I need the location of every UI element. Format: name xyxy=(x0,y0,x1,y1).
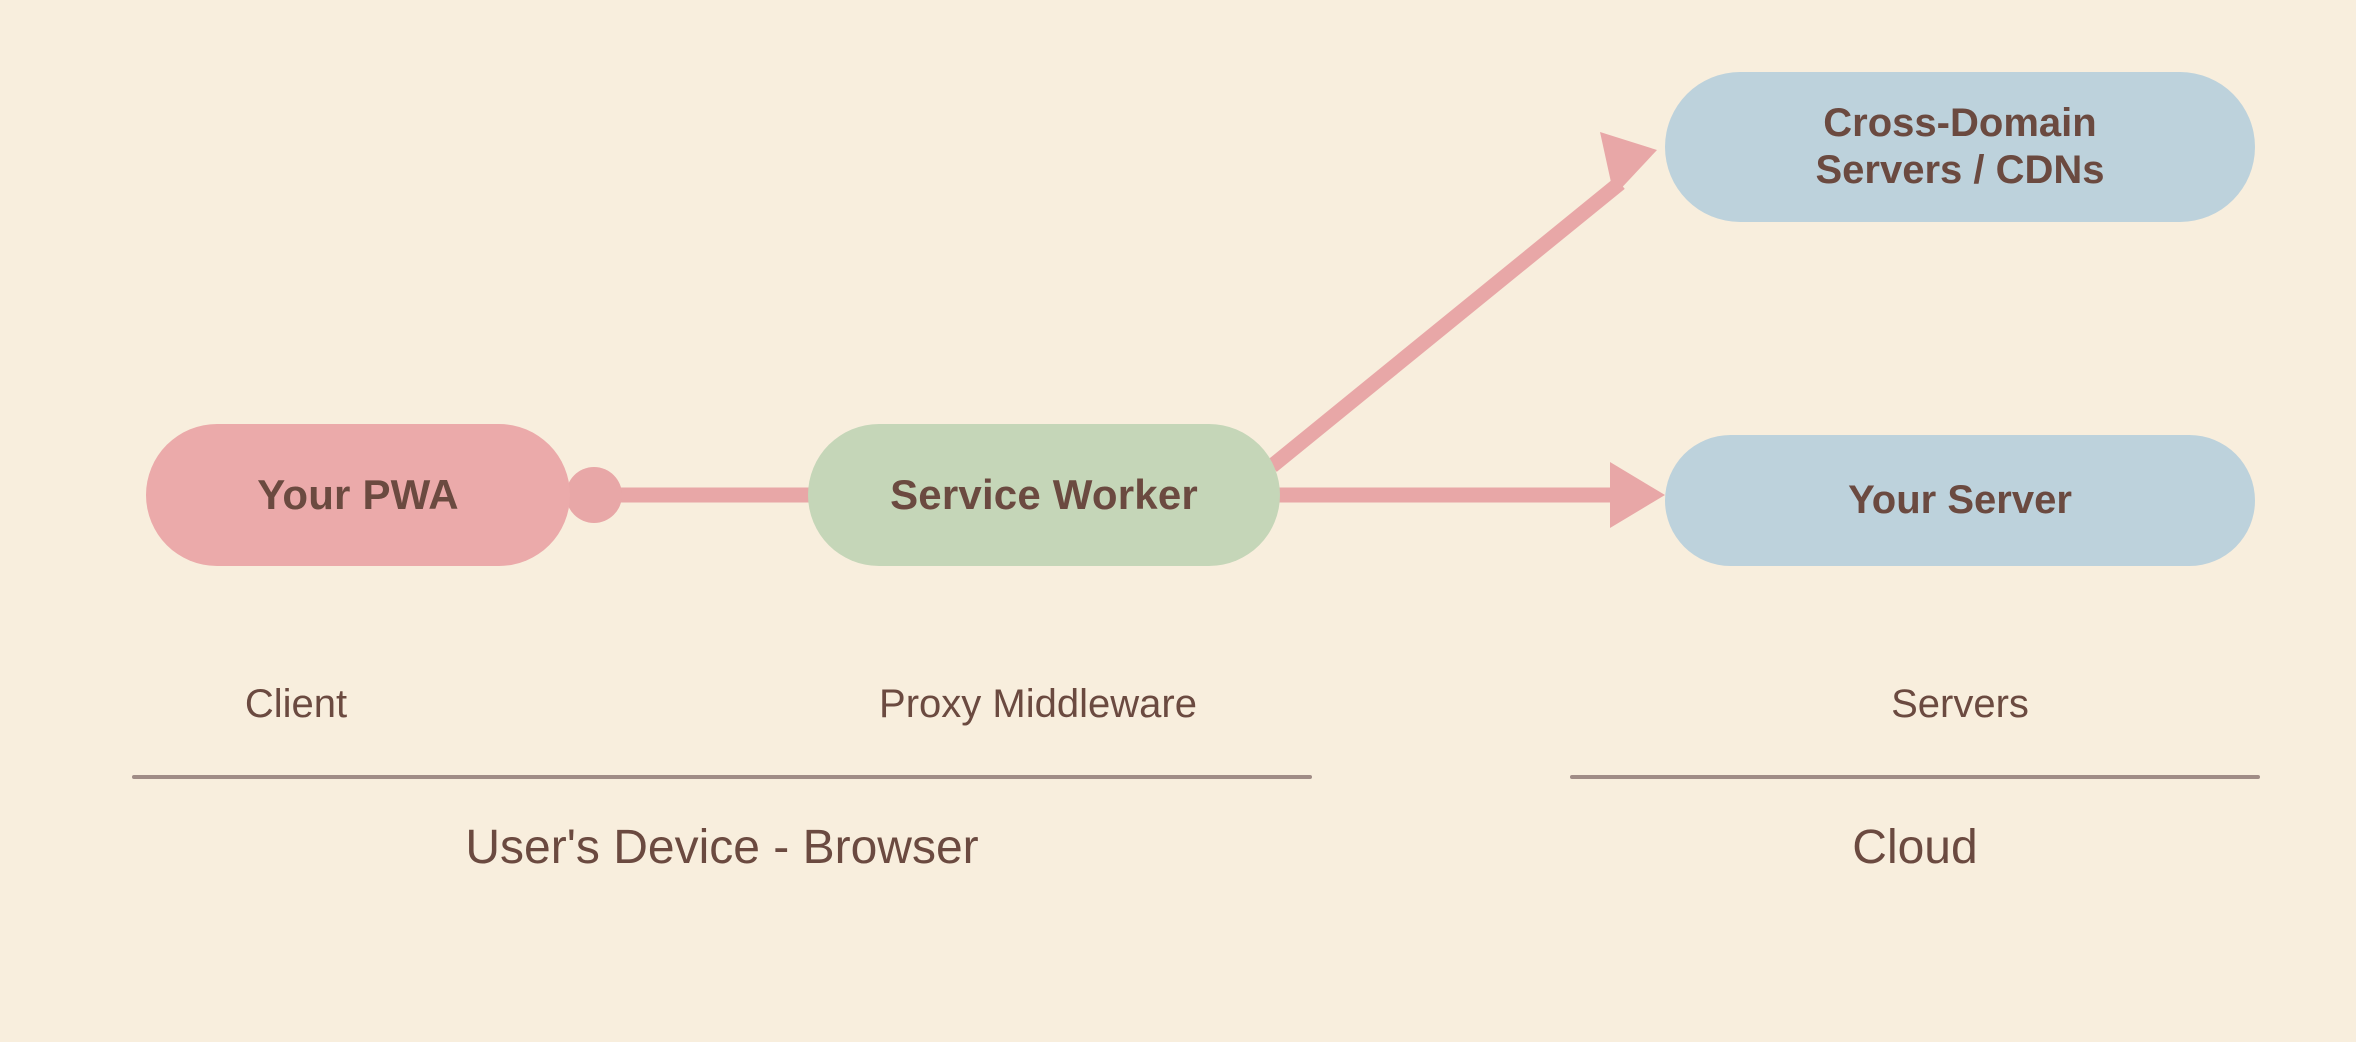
zone-divider-device xyxy=(132,775,1312,779)
node-service-worker[interactable]: Service Worker xyxy=(808,424,1280,566)
node-your-server[interactable]: Your Server xyxy=(1665,435,2255,566)
edge-pwa-to-service-worker xyxy=(566,467,812,523)
edge-source-dot-icon xyxy=(566,467,622,523)
edge-service-worker-to-cross-domain xyxy=(1267,132,1657,472)
node-your-pwa-label: Your PWA xyxy=(257,471,459,518)
node-cross-domain-servers[interactable]: Cross-Domain Servers / CDNs xyxy=(1665,72,2255,222)
node-your-server-label: Your Server xyxy=(1848,478,2072,522)
node-service-worker-label: Service Worker xyxy=(890,471,1198,518)
zone-caption-users-device-browser: User's Device - Browser xyxy=(465,821,979,874)
node-your-pwa[interactable]: Your PWA xyxy=(146,424,570,566)
edge-service-worker-to-your-server xyxy=(1276,462,1665,528)
zone-caption-client: Client xyxy=(244,682,348,726)
arrowhead-icon-your-server xyxy=(1610,462,1665,528)
zone-caption-proxy-middleware: Proxy Middleware xyxy=(879,682,1197,726)
node-cross-domain-servers-label: Cross-Domain Servers / CDNs xyxy=(1815,100,2105,192)
arrowhead-icon-cross-domain xyxy=(1600,132,1657,196)
zone-caption-cloud: Cloud xyxy=(1852,821,1978,874)
edge-line-sw-cdn xyxy=(1267,177,1625,472)
zone-caption-servers: Servers xyxy=(1891,682,2029,726)
zone-divider-cloud xyxy=(1570,775,2260,779)
